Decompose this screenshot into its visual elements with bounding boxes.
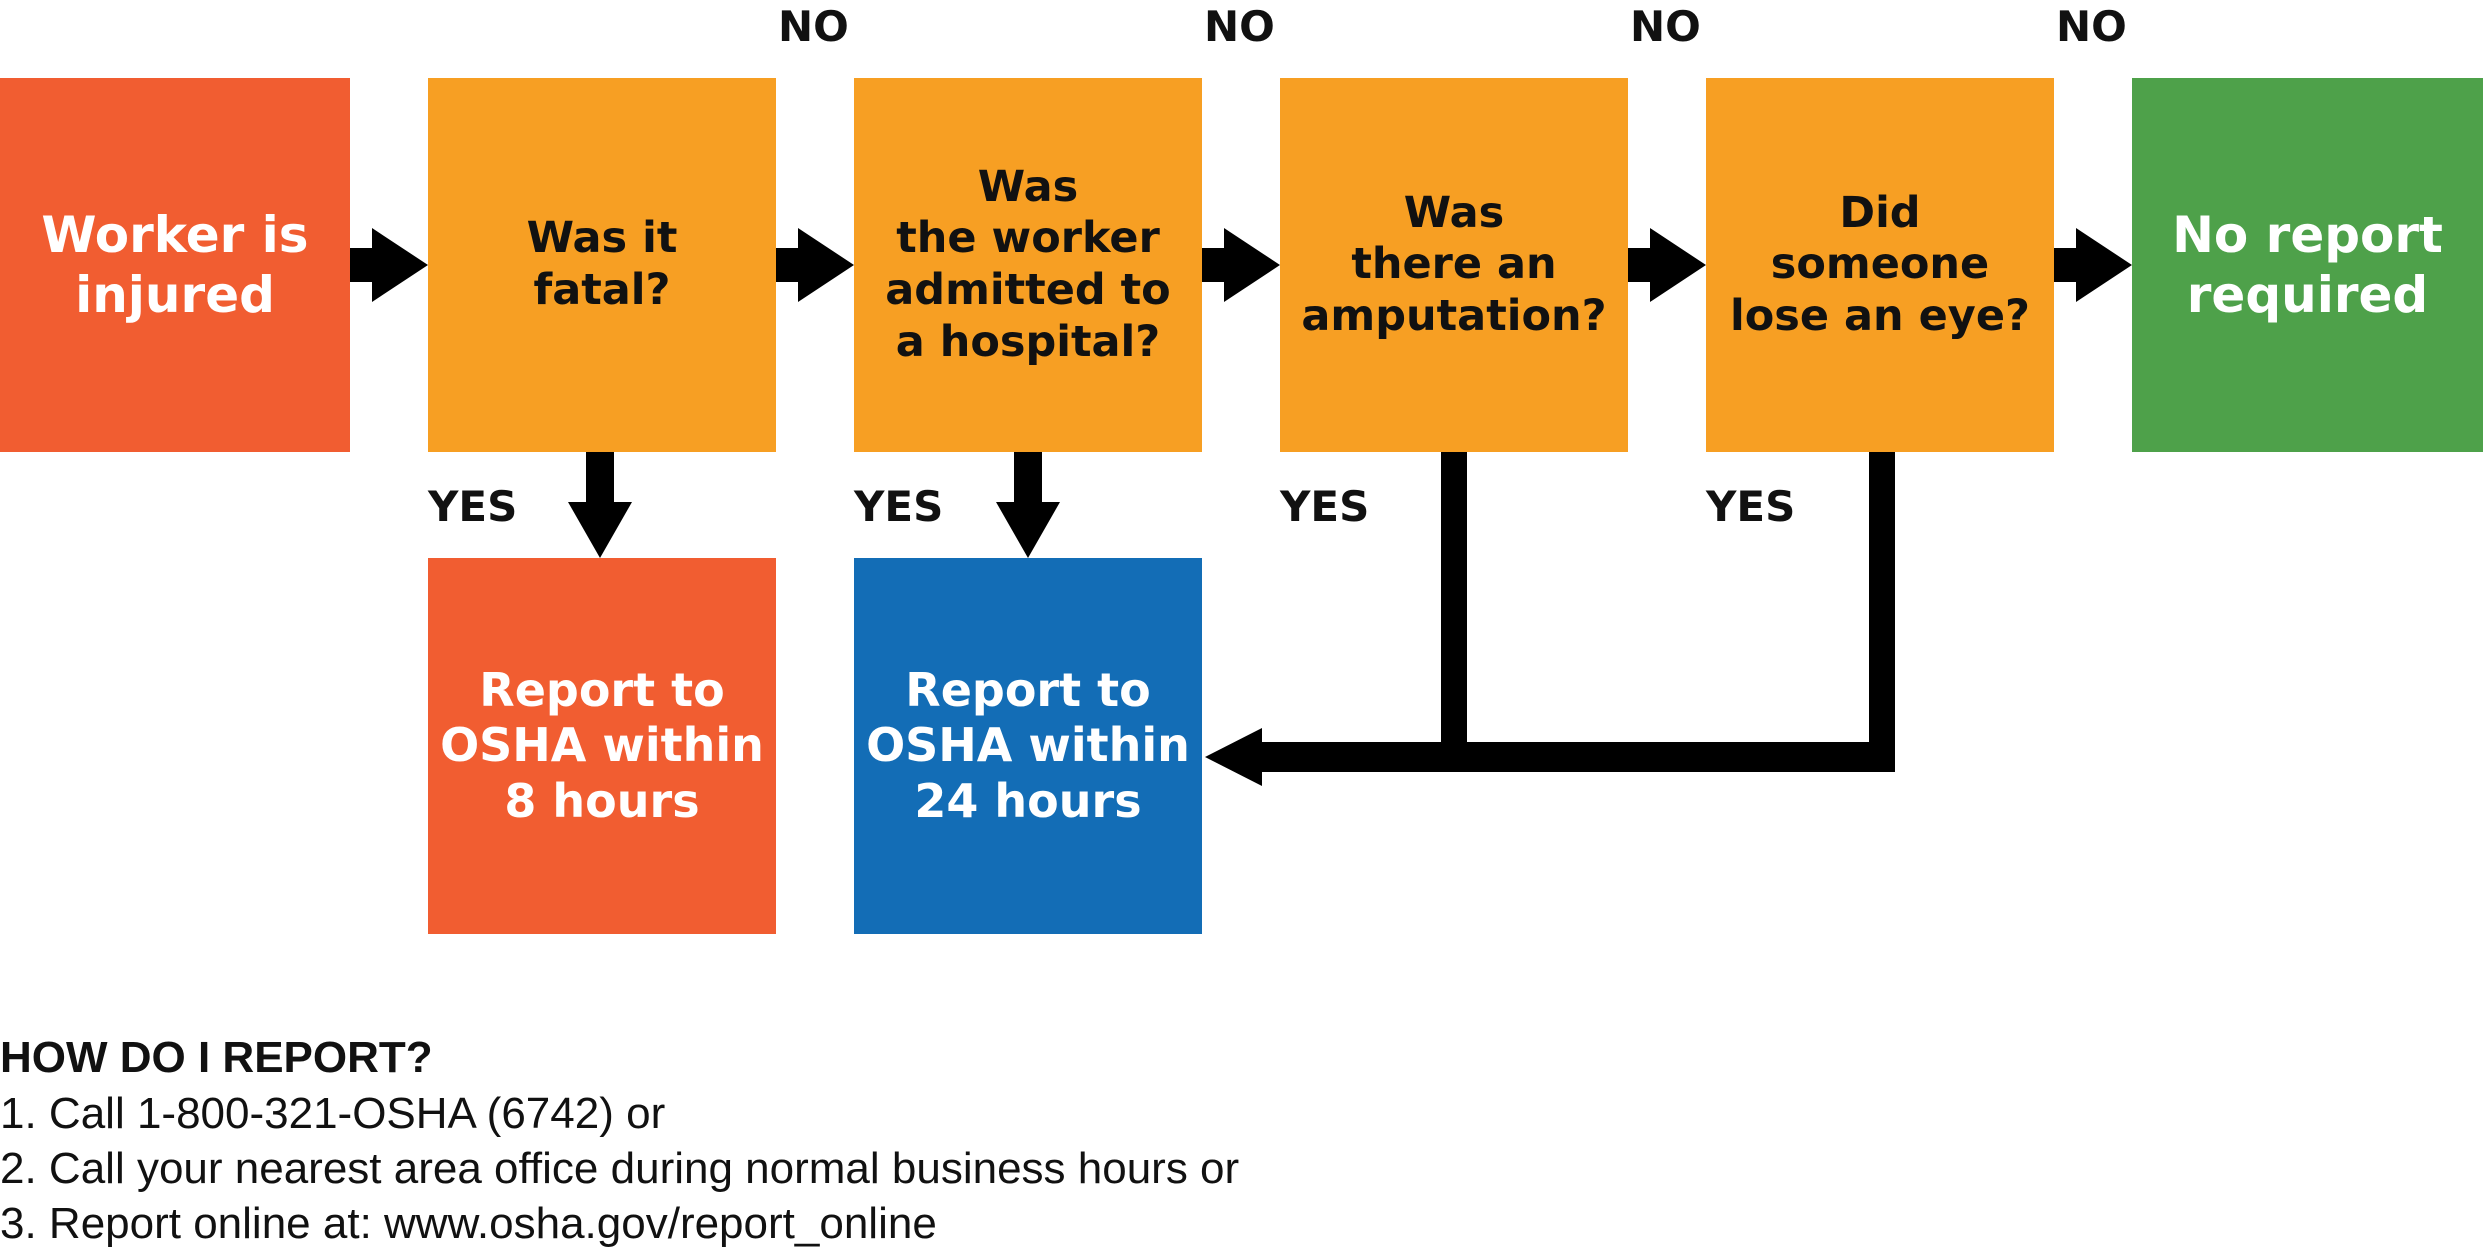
label-yes-hospital: YES (854, 482, 944, 531)
node-admitted-to-hospital: Was the worker admitted to a hospital? (854, 78, 1202, 452)
label-yes-fatal: YES (428, 482, 518, 531)
line-amputation-yes (1441, 452, 1467, 752)
label-no-fatal: NO (778, 2, 849, 51)
node-report-8-hours: Report to OSHA within 8 hours (428, 558, 776, 934)
arrow-into-report-24 (1205, 728, 1262, 786)
arrow-start-to-fatal (350, 228, 428, 302)
arrow-fatal-yes-down (568, 452, 632, 558)
label-yes-amputation: YES (1280, 482, 1370, 531)
arrow-amputation-to-eye (1628, 228, 1706, 302)
node-no-report-required: No report required (2132, 78, 2483, 452)
report-option-3: 3. Report online at: www.osha.gov/report… (0, 1199, 937, 1248)
how-to-report-section: HOW DO I REPORT? 1. Call 1-800-321-OSHA … (0, 1030, 1239, 1251)
line-bus-to-24h (1260, 742, 1895, 772)
node-worker-injured: Worker is injured (0, 78, 350, 452)
node-amputation: Was there an amputation? (1280, 78, 1628, 452)
node-was-it-fatal: Was it fatal? (428, 78, 776, 452)
node-report-24-hours: Report to OSHA within 24 hours (854, 558, 1202, 934)
report-option-1: 1. Call 1-800-321-OSHA (6742) or (0, 1089, 666, 1138)
report-option-2: 2. Call your nearest area office during … (0, 1144, 1240, 1193)
arrow-fatal-to-hospital (776, 228, 854, 302)
arrow-hospital-yes-down (996, 452, 1060, 558)
line-eye-yes (1869, 452, 1895, 772)
label-no-amputation: NO (1630, 2, 1701, 51)
arrow-eye-to-none (2054, 228, 2132, 302)
label-yes-eye: YES (1706, 482, 1796, 531)
node-lose-an-eye: Did someone lose an eye? (1706, 78, 2054, 452)
how-to-report-heading: HOW DO I REPORT? (0, 1033, 433, 1082)
arrow-hospital-to-amputation (1202, 228, 1280, 302)
label-no-eye: NO (2056, 2, 2127, 51)
label-no-hospital: NO (1204, 2, 1275, 51)
